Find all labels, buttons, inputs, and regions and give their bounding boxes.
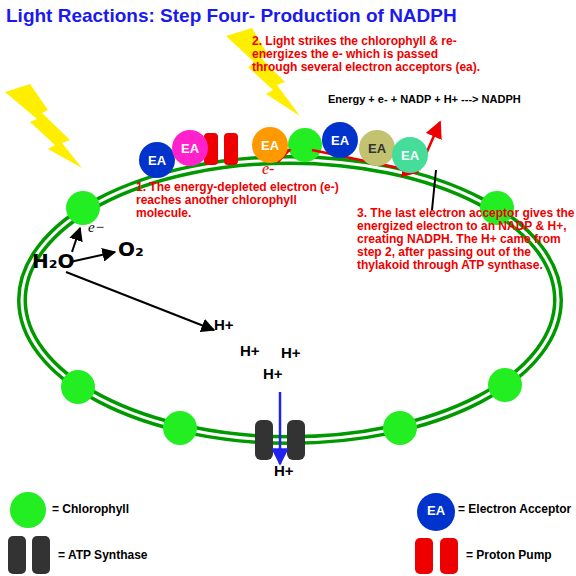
swatch-rect [8,536,26,574]
chlorophyll [288,128,322,162]
legend-text: = ATP Synthase [58,548,147,562]
legend-swatch [415,538,458,574]
acceptor-label: EA [252,127,288,163]
chlorophyll [61,370,95,404]
electron-acceptor: EA [252,127,288,163]
electron-symbol: e− [88,219,105,236]
acceptor-circle [359,130,395,166]
swatch-circle [10,492,46,528]
step-note: 3. The last electron acceptor gives the … [357,207,575,272]
electron-symbol: e- [262,160,274,178]
electron-acceptor: EA [139,142,175,178]
legend-text: = Electron Acceptor [458,502,571,516]
acceptor-circle [252,127,288,163]
swatch-rect [440,538,458,574]
legend-swatch [8,536,50,574]
oxygen-arrow [70,252,115,262]
proton-arrow [66,272,214,330]
electron-acceptor: EA [172,130,208,166]
legend-swatch [417,493,455,531]
ion-label: H+ [274,462,294,479]
acceptor-label: EA [392,137,428,173]
leader-line [432,170,436,210]
acceptor-circle [392,137,428,173]
step-note: 1. The energy-depleted electron (e-) rea… [136,181,351,220]
molecule-label: O₂ [118,238,144,261]
thylakoid-membrane [22,160,558,440]
swatch-rect [415,538,433,574]
chlorophyll [383,411,417,445]
diagram-title: Light Reactions: Step Four- Production o… [6,5,457,27]
legend-text: = Chlorophyll [52,502,129,516]
swatch-circle [417,493,455,531]
legend-text: = Proton Pump [466,548,552,562]
electron-acceptor: EA [392,137,428,173]
swatch-rect [32,536,50,574]
electron-arrow [72,228,80,252]
ion-label: H+ [214,316,234,333]
acceptor-label: EA [322,122,358,158]
swatch-label: EA [416,503,456,518]
ion-label: H+ [240,342,260,359]
chlorophyll [163,411,197,445]
electron-acceptor: EA [322,122,358,158]
ion-label: H+ [263,365,283,382]
electron-acceptor: EA [359,130,395,166]
acceptor-label: EA [359,130,395,166]
atp-synthase [255,420,273,460]
equation: Energy + e- + NADP + H+ ---> NADPH [328,93,521,106]
atp-synthase [287,420,305,460]
proton-flow-arrow [279,392,282,464]
ion-label: H+ [281,344,301,361]
acceptor-label: EA [172,130,208,166]
molecule-label: H₂O [32,250,75,273]
membrane-gap [22,160,558,440]
legend-swatch [10,492,46,528]
acceptor-circle [139,142,175,178]
acceptor-circle [322,122,358,158]
chlorophyll [488,368,522,402]
acceptor-circle [172,130,208,166]
light-bolt [5,84,82,168]
proton-pump [224,133,238,165]
step-note: 2. Light strikes the chlorophyll & re-en… [252,35,484,74]
acceptor-label: EA [139,142,175,178]
